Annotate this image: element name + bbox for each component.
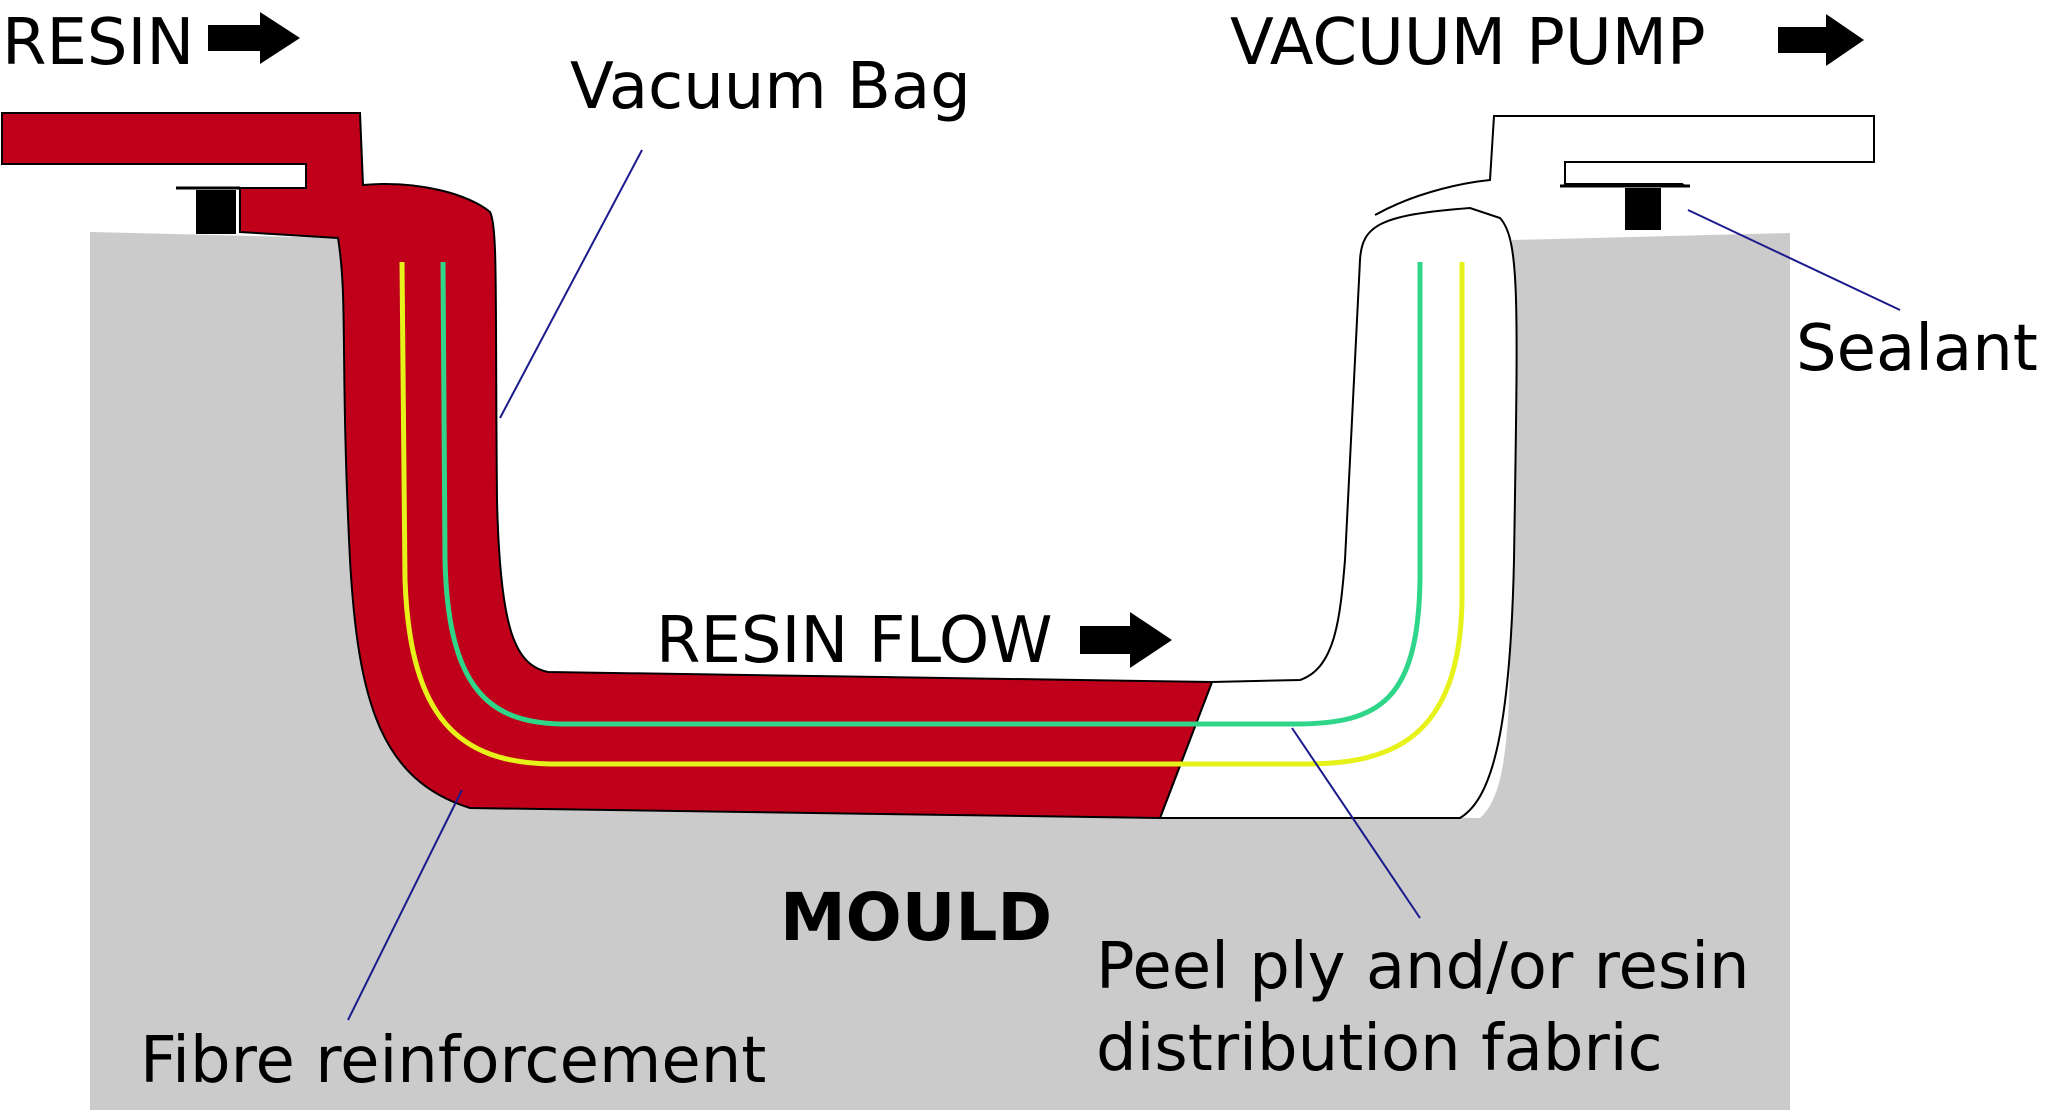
arrow-right-icon xyxy=(1080,612,1172,668)
fibre-reinforcement-label: Fibre reinforcement xyxy=(140,1024,766,1098)
resin-flow-label: RESIN FLOW xyxy=(656,604,1052,678)
arrow-right-icon xyxy=(1778,14,1864,66)
vacuum-outlet-pipe xyxy=(1374,115,1875,216)
fibre-reinforcement-leader xyxy=(347,789,463,1021)
vacuum-pump-label: VACUUM PUMP xyxy=(1230,6,1706,80)
sealant-left xyxy=(196,190,236,234)
peel-ply-label-line2: distribution fabric xyxy=(1096,1012,1663,1086)
vacuum-bag-label: Vacuum Bag xyxy=(570,50,971,124)
vacuum-bag-leader xyxy=(499,149,643,419)
mould-label: MOULD xyxy=(780,879,1052,956)
peel-ply-label-line1: Peel ply and/or resin xyxy=(1096,930,1750,1004)
resin-inlet-label: RESIN xyxy=(2,6,194,80)
sealant-leader xyxy=(1687,209,1901,311)
fibre-reinforcement-line xyxy=(399,261,1465,767)
resin-filled-region xyxy=(1,112,1214,820)
mould-block xyxy=(90,232,1790,1110)
unfilled-laminate xyxy=(1158,206,1518,819)
arrow-right-icon xyxy=(208,12,300,64)
sealant-label: Sealant xyxy=(1796,312,2038,386)
peel-ply-line xyxy=(440,261,1423,727)
sealant-right xyxy=(1625,188,1661,230)
peel-ply-leader xyxy=(1291,727,1421,919)
